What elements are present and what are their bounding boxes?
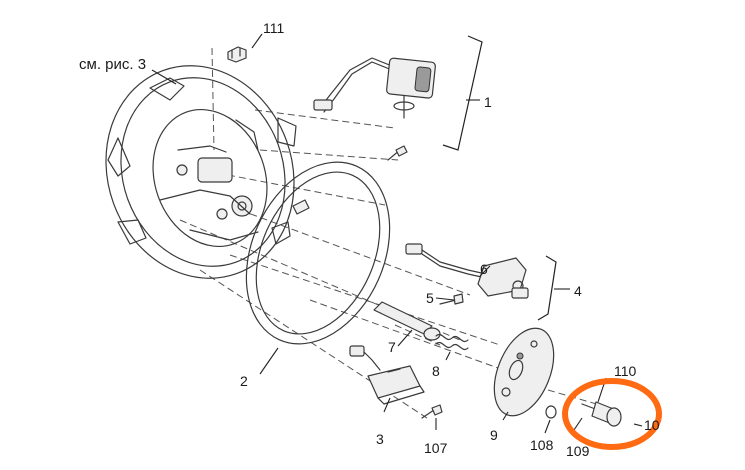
highlight-circle bbox=[562, 378, 662, 450]
disc-part-9 bbox=[493, 327, 555, 417]
label-110: 110 bbox=[614, 363, 637, 379]
label-4: 4 bbox=[574, 283, 582, 299]
label-9: 9 bbox=[490, 427, 498, 443]
rod-part-7 bbox=[373, 301, 441, 341]
label-10: 10 bbox=[644, 417, 660, 433]
bracket-group-4 bbox=[537, 255, 557, 321]
screw-part-5 bbox=[439, 293, 464, 305]
module-part-3 bbox=[349, 345, 425, 405]
spring-part-8 bbox=[435, 334, 469, 350]
bolt-part-10 bbox=[581, 401, 622, 427]
label-108: 108 bbox=[530, 437, 554, 453]
reference-note: см. рис. 3 bbox=[79, 56, 147, 73]
leader-lines bbox=[151, 33, 643, 434]
label-7: 7 bbox=[388, 339, 396, 355]
housing-assembly bbox=[105, 65, 297, 279]
label-2: 2 bbox=[240, 373, 248, 389]
ring-part-2 bbox=[245, 161, 391, 345]
clip-part-111 bbox=[227, 46, 247, 63]
label-109: 109 bbox=[566, 443, 590, 459]
label-6: 6 bbox=[480, 261, 488, 277]
label-3: 3 bbox=[376, 431, 384, 447]
label-5: 5 bbox=[426, 290, 434, 306]
screw-part-107 bbox=[421, 404, 443, 419]
label-8: 8 bbox=[432, 363, 440, 379]
screw-upper bbox=[387, 145, 408, 161]
coil-part-1 bbox=[313, 57, 436, 119]
bracket-group-1 bbox=[442, 35, 483, 151]
label-1: 1 bbox=[484, 94, 492, 110]
oring-part-108 bbox=[545, 405, 557, 419]
label-111: 111 bbox=[263, 20, 285, 36]
label-107: 107 bbox=[424, 440, 448, 456]
sensor-part-6 bbox=[405, 243, 529, 299]
